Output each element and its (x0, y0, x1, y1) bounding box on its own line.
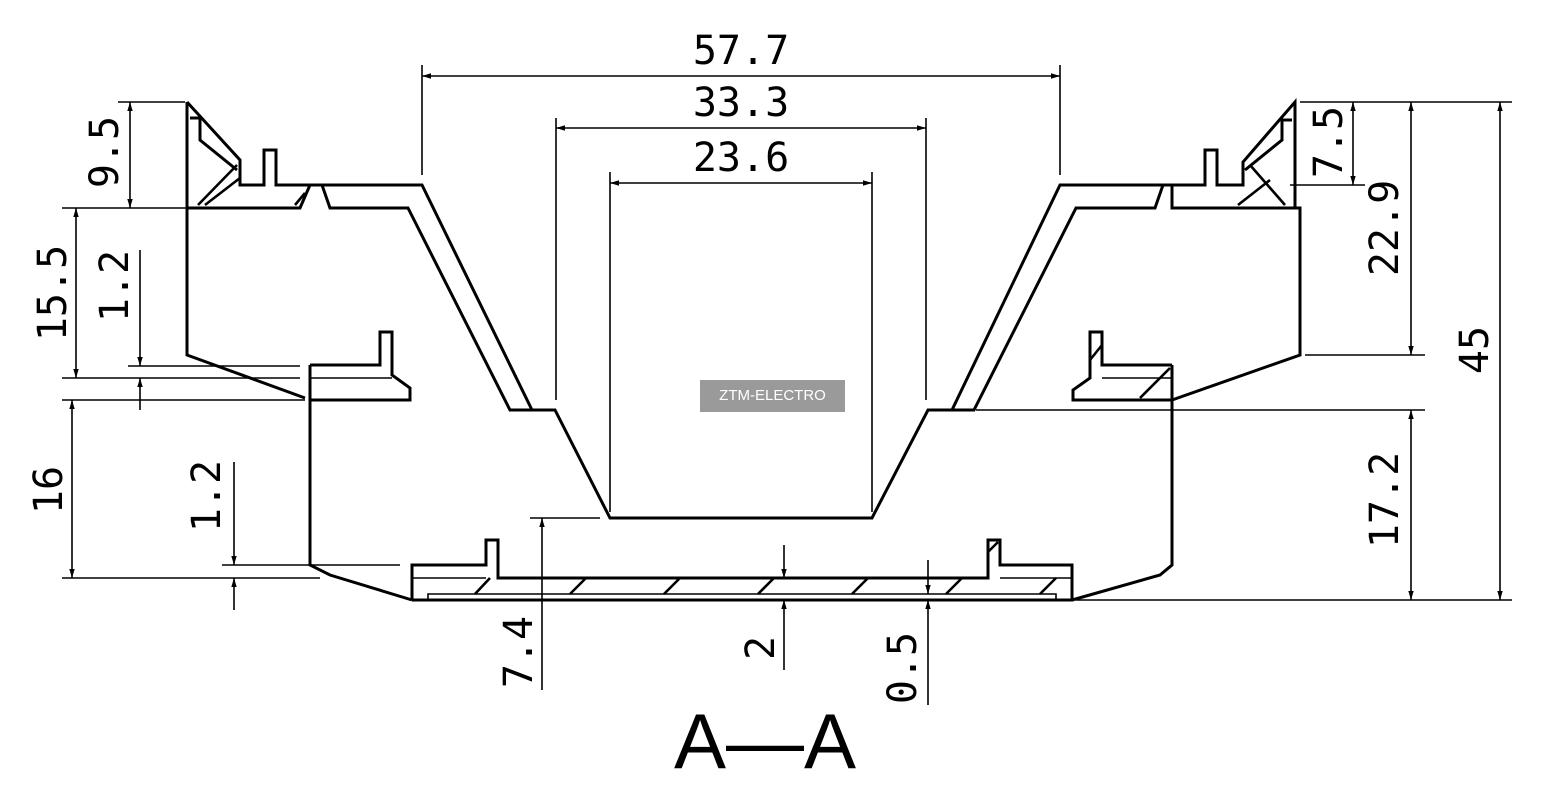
right-lip-hatch-2 (1249, 164, 1286, 206)
right-top-lip-inner (1244, 118, 1292, 172)
right-lip-hatch-1 (1237, 178, 1271, 207)
left-top-lip (185, 100, 313, 210)
base-plate (410, 538, 1074, 602)
left-top-flat (310, 183, 1172, 520)
right-middle-ledge (1071, 330, 1172, 402)
left-top-flat-inner (320, 184, 532, 412)
dim-7-5: 7.5 (1306, 106, 1352, 178)
dim-7-4: 7.4 (496, 616, 542, 688)
right-top-flat-inner (952, 184, 1165, 412)
right-lower-wall (1071, 365, 1174, 602)
section-label: A—A (674, 697, 856, 785)
dim-0-5: 0.5 (880, 632, 926, 704)
right-clip-hatch (1088, 344, 1104, 361)
left-lip-hatch-3 (294, 192, 306, 206)
base-hatching (474, 541, 1057, 595)
dim-9-5: 9.5 (82, 116, 128, 188)
base-skin (427, 593, 1057, 600)
watermark-badge: ZTM-ELECTRO (700, 380, 845, 412)
right-outer-wall (1170, 185, 1302, 402)
dim-15-5: 15.5 (30, 245, 76, 341)
right-ledge-hatch (1139, 367, 1171, 399)
dim-22-9: 22.9 (1362, 180, 1408, 276)
dim-33-3: 33.3 (693, 80, 789, 126)
dim-45: 45 (1452, 326, 1498, 374)
dimension-lines (62, 65, 1512, 705)
dim-17-2: 17.2 (1362, 452, 1408, 548)
dim-2: 2 (738, 636, 784, 660)
left-outer-wall (185, 208, 306, 400)
dim-57-7: 57.7 (693, 28, 789, 74)
profile-outline (185, 97, 1302, 602)
dim-23-6: 23.6 (693, 135, 789, 181)
left-middle-ledge (308, 330, 412, 402)
left-top-lip-inner (190, 116, 238, 172)
dimension-labels: 57.7 33.3 23.6 9.5 15.5 1.2 16 1.2 7.4 2… (26, 28, 1498, 785)
dim-16: 16 (26, 466, 72, 514)
left-lip-hatch-2 (204, 176, 241, 207)
left-lower-wall (308, 400, 413, 602)
dim-1-2-lower: 1.2 (184, 460, 230, 532)
dim-1-2-upper: 1.2 (92, 250, 138, 322)
right-top-lip (1172, 97, 1297, 208)
left-lip-hatch-1 (197, 164, 238, 206)
